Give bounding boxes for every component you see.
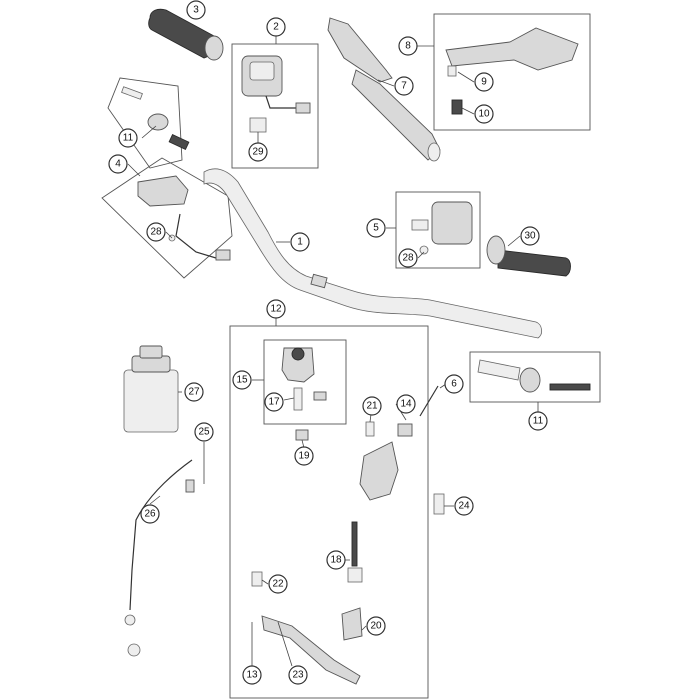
svg-text:17: 17 xyxy=(268,397,280,408)
box-brake-assembly-12 xyxy=(229,325,429,699)
svg-text:22: 22 xyxy=(272,579,284,590)
mirror-7 xyxy=(327,17,441,162)
svg-text:28: 28 xyxy=(150,227,162,238)
box-reservoir-15 xyxy=(263,339,347,425)
svg-text:14: 14 xyxy=(400,399,412,410)
callout-20: 20 xyxy=(366,616,386,636)
switch-4-part xyxy=(137,175,231,261)
mirror-8 xyxy=(445,27,579,115)
callout-7: 7 xyxy=(394,76,414,96)
callout-10: 10 xyxy=(474,104,494,124)
callout-19: 19 xyxy=(294,446,314,466)
callout-24: 24 xyxy=(454,496,474,516)
svg-text:28: 28 xyxy=(402,253,414,264)
callout-13: 13 xyxy=(242,665,262,685)
callout-11-right: 11 xyxy=(528,411,548,431)
lever-bracket-20 xyxy=(341,607,363,641)
svg-text:9: 9 xyxy=(481,77,487,88)
callout-28-left: 28 xyxy=(146,222,166,242)
callout-15: 15 xyxy=(232,370,252,390)
callout-18: 18 xyxy=(326,550,346,570)
brake-lever-13 xyxy=(261,615,361,685)
callout-25: 25 xyxy=(194,422,214,442)
svg-text:6: 6 xyxy=(451,379,457,390)
svg-text:2: 2 xyxy=(273,22,279,33)
callout-17: 17 xyxy=(264,392,284,412)
brake-fluid-bottle xyxy=(123,345,179,433)
svg-text:24: 24 xyxy=(458,501,470,512)
svg-text:25: 25 xyxy=(198,427,210,438)
callout-27: 27 xyxy=(184,382,204,402)
callout-6: 6 xyxy=(444,374,464,394)
svg-text:7: 7 xyxy=(401,81,407,92)
svg-text:23: 23 xyxy=(292,670,304,681)
svg-text:8: 8 xyxy=(405,41,411,52)
callout-29: 29 xyxy=(248,142,268,162)
banjo-bolt-6 xyxy=(419,385,439,417)
svg-text:3: 3 xyxy=(193,5,199,16)
handlebar-1 xyxy=(203,168,542,339)
svg-text:5: 5 xyxy=(373,223,379,234)
box-bar-end-11-right xyxy=(469,351,601,403)
svg-text:30: 30 xyxy=(524,231,536,242)
svg-text:21: 21 xyxy=(366,401,378,412)
callout-3: 3 xyxy=(186,0,206,20)
svg-text:18: 18 xyxy=(330,555,342,566)
svg-text:10: 10 xyxy=(478,109,490,120)
callout-1: 1 xyxy=(290,232,310,252)
callout-14: 14 xyxy=(396,394,416,414)
callout-4: 4 xyxy=(108,154,128,174)
piston-kit-18 xyxy=(347,521,363,583)
callout-22: 22 xyxy=(268,574,288,594)
box-mirror-8 xyxy=(433,13,591,131)
svg-text:26: 26 xyxy=(144,509,156,520)
svg-text:13: 13 xyxy=(246,670,258,681)
callout-11-left: 11 xyxy=(118,128,138,148)
svg-text:1: 1 xyxy=(297,237,303,248)
callout-28-right: 28 xyxy=(398,248,418,268)
bar-end-11-right xyxy=(477,359,591,393)
box-switch-4 xyxy=(101,157,233,279)
svg-text:12: 12 xyxy=(270,304,282,315)
bar-end-11-left xyxy=(121,86,190,151)
callout-5: 5 xyxy=(366,218,386,238)
fitting-19 xyxy=(295,429,309,441)
callout-12: 12 xyxy=(266,299,286,319)
fitting-24 xyxy=(433,493,445,515)
svg-text:4: 4 xyxy=(115,159,121,170)
callout-23: 23 xyxy=(288,665,308,685)
svg-text:19: 19 xyxy=(298,451,310,462)
svg-text:29: 29 xyxy=(252,147,264,158)
svg-text:11: 11 xyxy=(533,416,544,427)
switch-2-part xyxy=(241,55,311,133)
callout-9: 9 xyxy=(474,72,494,92)
svg-text:11: 11 xyxy=(123,133,134,144)
master-cylinder xyxy=(359,421,413,501)
box-bar-end-11-left xyxy=(107,77,183,169)
box-switch-5 xyxy=(395,191,481,269)
switch-5-part xyxy=(411,201,473,255)
grip-right xyxy=(486,235,571,277)
spring-22 xyxy=(251,571,263,587)
callout-30: 30 xyxy=(520,226,540,246)
callout-21: 21 xyxy=(362,396,382,416)
reservoir-15-part xyxy=(281,347,327,411)
brake-hose xyxy=(124,459,195,657)
callout-2: 2 xyxy=(266,17,286,37)
box-switch-2 xyxy=(231,43,319,169)
callout-26: 26 xyxy=(140,504,160,524)
svg-text:15: 15 xyxy=(236,375,248,386)
grip-left xyxy=(148,8,224,61)
callout-8: 8 xyxy=(398,36,418,56)
svg-text:27: 27 xyxy=(188,387,200,398)
svg-text:20: 20 xyxy=(370,621,382,632)
